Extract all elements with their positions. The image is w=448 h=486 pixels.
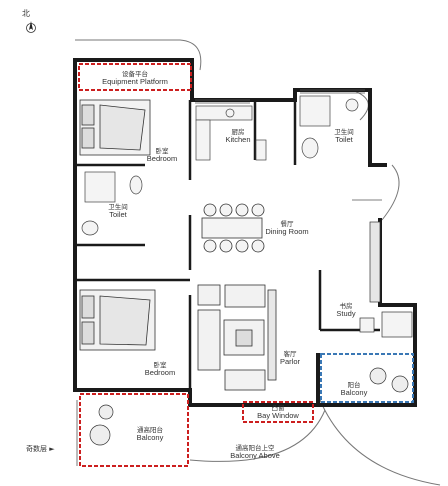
- label-study-en: Study: [336, 309, 356, 318]
- label-study-zh: 书房: [339, 302, 353, 310]
- label-study: 书房 Study: [336, 302, 355, 318]
- study-desk-icon: [359, 221, 413, 338]
- label-bay-window: 凸窗 Bay Window: [257, 404, 299, 420]
- label-parlor-en: Parlor: [279, 357, 301, 366]
- label-equipment-platform: 设备平台 Equipment Platform: [102, 70, 168, 86]
- interior-walls: [75, 100, 380, 390]
- label-dining-en: Dining Room: [265, 227, 309, 236]
- bay-window-highlight: [242, 401, 314, 423]
- label-kitchen: 厨房 Kitchen: [225, 128, 250, 144]
- sofa-set-icon: [197, 284, 277, 391]
- label-kitchen-en: Kitchen: [225, 135, 251, 144]
- label-toilet-mid: 卫生间 Toilet: [108, 203, 128, 219]
- north-arrow-icon: [26, 21, 36, 33]
- label-toilet-top-zh: 卫生间: [334, 128, 354, 136]
- label-parlor: 客厅 Parlor: [280, 350, 300, 366]
- bed-top-icon: [79, 99, 151, 156]
- label-dining-zh: 餐厅: [280, 220, 294, 228]
- label-balcony-above-en: Balcony Above: [230, 451, 280, 460]
- label-balcony-left-en: Balcony: [136, 433, 164, 442]
- label-balcony-left: 通高阳台 Balcony: [137, 426, 164, 442]
- label-balcony-right: 阳台 Balcony: [341, 381, 368, 397]
- label-balcony-above-zh: 通高阳台上空: [235, 444, 275, 452]
- balcony-chairs-icon: [369, 367, 409, 393]
- label-toilet-mid-zh: 卫生间: [108, 203, 128, 211]
- north-label: 北: [22, 9, 30, 18]
- label-bedroom-top-en: Bedroom: [146, 154, 178, 163]
- label-kitchen-zh: 厨房: [231, 128, 245, 136]
- label-balcony-left-zh: 通高阳台: [137, 426, 163, 434]
- toilet-top-icon: [299, 95, 359, 159]
- label-balcony-right-en: Balcony: [340, 388, 368, 397]
- label-toilet-top-en: Toilet: [335, 135, 353, 144]
- label-toilet-mid-en: Toilet: [109, 210, 127, 219]
- balcony-left-chairs-icon: [89, 404, 114, 446]
- dining-table-icon: [201, 203, 265, 253]
- label-bedroom-bottom-en: Bedroom: [144, 368, 176, 377]
- label-bedroom-top-zh: 卧室: [155, 147, 169, 155]
- label-balcony-right-zh: 阳台: [347, 381, 361, 389]
- label-toilet-top: 卫生间 Toilet: [334, 128, 354, 144]
- label-bedroom-top: 卧室 Bedroom: [147, 147, 177, 163]
- label-bedroom-bottom: 卧室 Bedroom: [145, 361, 175, 377]
- label-bedroom-bottom-zh: 卧室: [153, 361, 167, 369]
- toilet-mid-icon: [81, 171, 143, 236]
- windows: [76, 89, 382, 466]
- kitchen-counter-icon: [195, 105, 267, 161]
- balcony-right-highlight: [320, 353, 414, 403]
- bed-bottom-icon: [79, 289, 156, 351]
- floor-note: 奇数层 ►: [26, 445, 55, 453]
- label-balcony-above: 通高阳台上空 Balcony Above: [230, 444, 280, 460]
- label-dining-room: 餐厅 Dining Room: [265, 220, 308, 236]
- label-equipment-en: Equipment Platform: [102, 77, 168, 86]
- label-parlor-zh: 客厅: [283, 350, 297, 358]
- label-equipment-zh: 设备平台: [122, 70, 148, 78]
- label-bay-window-zh: 凸窗: [271, 404, 285, 412]
- balcony-left-highlight: [79, 393, 189, 467]
- label-bay-window-en: Bay Window: [257, 411, 299, 420]
- equipment-platform-highlight: [78, 63, 192, 91]
